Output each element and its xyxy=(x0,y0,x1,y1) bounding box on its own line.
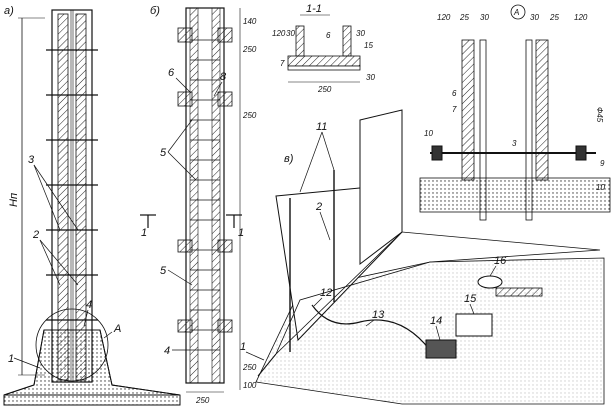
det-callout-3: 3 xyxy=(512,139,517,148)
section-plate xyxy=(287,55,361,67)
height-label: Нп xyxy=(8,193,20,207)
panel-b-label: б) xyxy=(150,5,160,17)
persp-callout-13: 13 xyxy=(372,309,385,321)
vibrator-unit xyxy=(425,339,457,359)
persp-callout-11: 11 xyxy=(316,121,327,133)
det-dim-120-a: 120 xyxy=(437,13,451,22)
section-1-1: 1-1 120 30 30 6 7 15 250 30 xyxy=(272,3,375,94)
det-dim-25-a: 25 xyxy=(459,13,469,22)
panel-v-label: в) xyxy=(284,153,294,165)
det-dim-120-b: 120 xyxy=(574,13,588,22)
sec-dim-30-c: 30 xyxy=(366,73,375,82)
det-callout-10-a: 10 xyxy=(424,129,433,138)
callout-3: 3 xyxy=(28,154,35,166)
det-dim-30-a: 30 xyxy=(480,13,489,22)
callout-8: 8 xyxy=(220,71,227,83)
persp-callout-15: 15 xyxy=(464,293,477,305)
det-callout-9: 9 xyxy=(600,159,605,168)
persp-callout-14: 14 xyxy=(430,315,442,327)
dim-bottom-250: 250 xyxy=(195,396,210,405)
detail-a: А 120 25 30 30 25 120 6 7 10 3 9 10 Ф45 xyxy=(419,4,611,221)
section-mark-left: 1 xyxy=(141,227,147,239)
dim-250-a: 250 xyxy=(242,45,257,54)
callout-5-a: 5 xyxy=(160,147,167,159)
panel-a: а) Нп 3 2 4 xyxy=(3,5,181,406)
dim-250-c: 250 xyxy=(242,363,257,372)
sec-callout-6: 6 xyxy=(326,31,331,40)
sec-dim-120: 120 xyxy=(272,29,286,38)
hose xyxy=(311,304,431,351)
det-callout-7: 7 xyxy=(452,105,457,114)
callout-2: 2 xyxy=(32,229,39,241)
dim-250-b: 250 xyxy=(242,111,257,120)
callout-4-mid: 4 xyxy=(164,345,170,357)
persp-callout-16: 16 xyxy=(494,255,507,267)
det-callout-10-b: 10 xyxy=(596,183,605,192)
section-title: 1-1 xyxy=(306,3,322,15)
section-mark-right: 1 xyxy=(238,227,244,239)
sec-dim-30-b: 30 xyxy=(356,29,365,38)
detail-circle-a xyxy=(35,308,109,382)
detail-ref-a: А xyxy=(113,323,121,335)
det-dim-25-b: 25 xyxy=(549,13,559,22)
sec-callout-7: 7 xyxy=(280,59,285,68)
sec-dim-15: 15 xyxy=(364,41,373,50)
section-marks xyxy=(140,214,242,228)
panel-a-label: а) xyxy=(4,5,14,17)
wedge-right xyxy=(575,145,587,161)
detail-wall-left xyxy=(461,39,475,181)
detail-base xyxy=(419,177,611,213)
persp-callout-1: 1 xyxy=(240,341,246,353)
sec-dim-30-a: 30 xyxy=(286,29,295,38)
panel-v: в) 11 2 12 xyxy=(240,109,605,405)
panel-clamps xyxy=(177,27,233,333)
det-dim-30-b: 30 xyxy=(530,13,539,22)
bucket xyxy=(477,275,503,289)
formwork-left xyxy=(57,13,69,381)
dim-100: 100 xyxy=(243,381,257,390)
persp-callout-12: 12 xyxy=(320,287,332,299)
callout-4: 4 xyxy=(86,299,92,311)
panel-b: б) 1 1 140 250 xyxy=(140,5,257,405)
callout-6: 6 xyxy=(168,67,175,79)
callout-5-b: 5 xyxy=(160,265,167,277)
work-table xyxy=(495,287,543,297)
persp-callout-2: 2 xyxy=(315,201,322,213)
callout-1: 1 xyxy=(8,353,14,365)
detail-a-label: А xyxy=(513,8,519,17)
sec-dim-250: 250 xyxy=(317,85,332,94)
tie-bands xyxy=(46,49,98,321)
wedge-left xyxy=(431,145,443,161)
container-box xyxy=(455,313,493,337)
panel-rungs xyxy=(190,39,220,351)
detail-wall-right xyxy=(535,39,549,181)
dim-140: 140 xyxy=(243,17,257,26)
det-rod-dia: Ф45 xyxy=(595,107,604,123)
det-callout-6: 6 xyxy=(452,89,457,98)
